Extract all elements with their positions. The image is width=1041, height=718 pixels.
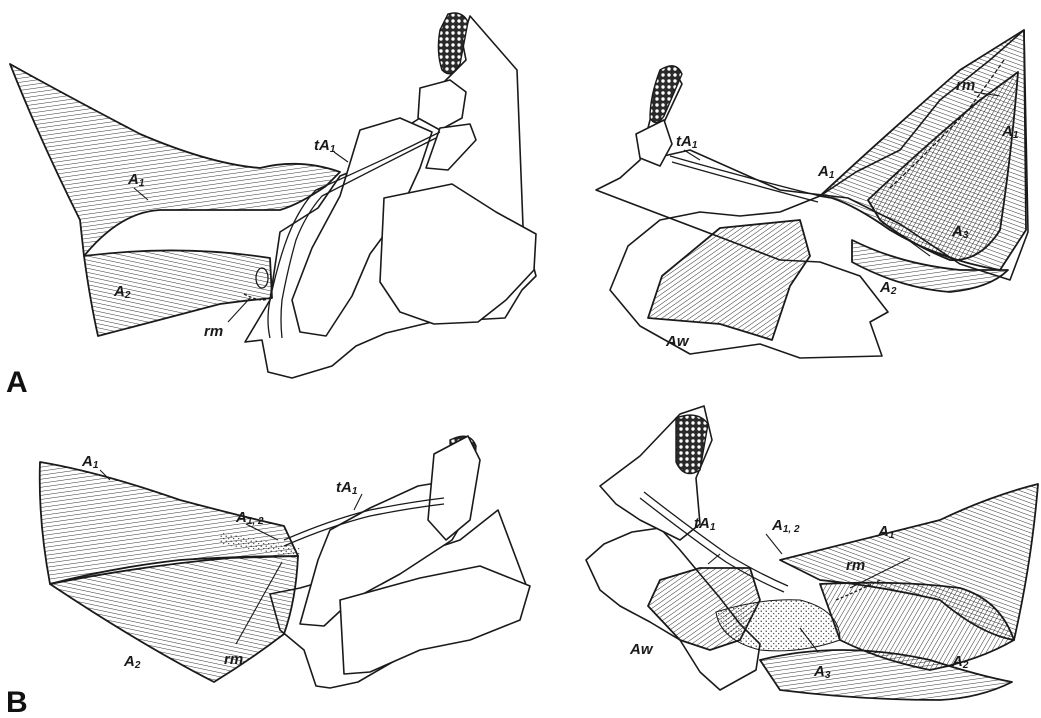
label-aw-b-right: Aw (629, 641, 654, 658)
label-ta1-b-left: tA1 (336, 479, 358, 497)
cartilage-dotted-b-right (676, 415, 708, 473)
label-rm-b-right: rm (846, 557, 865, 574)
label-aw-a-right: Aw (665, 333, 690, 350)
panel-b-right-view (586, 406, 1038, 700)
label-ta1-a-right: tA1 (676, 133, 698, 151)
label-a1-b-left: A1 (81, 453, 99, 471)
label-rm-b-left: rm (224, 651, 243, 668)
label-ta1-a-left: tA1 (314, 137, 336, 155)
label-a2-b-left: A2 (123, 653, 141, 671)
label-a12-b-right: A1, 2 (771, 517, 800, 535)
label-rm-a-left: rm (204, 323, 223, 340)
label-a12-b-left: A1, 2 (235, 509, 264, 527)
label-rm-a-right: rm (956, 77, 975, 94)
panel-letter-b: B (6, 686, 28, 718)
label-a2-a-right: A2 (879, 279, 897, 297)
panel-letter-a: A (6, 366, 28, 399)
label-ta1-b-right: tA1 (694, 515, 716, 533)
label-a1-b-right: A1 (877, 523, 895, 541)
label-a1-a-right-center: A1 (817, 163, 835, 181)
panel-b-left-view (40, 436, 530, 688)
muscle-a2 (84, 250, 272, 336)
panel-a-left-view (10, 13, 536, 378)
